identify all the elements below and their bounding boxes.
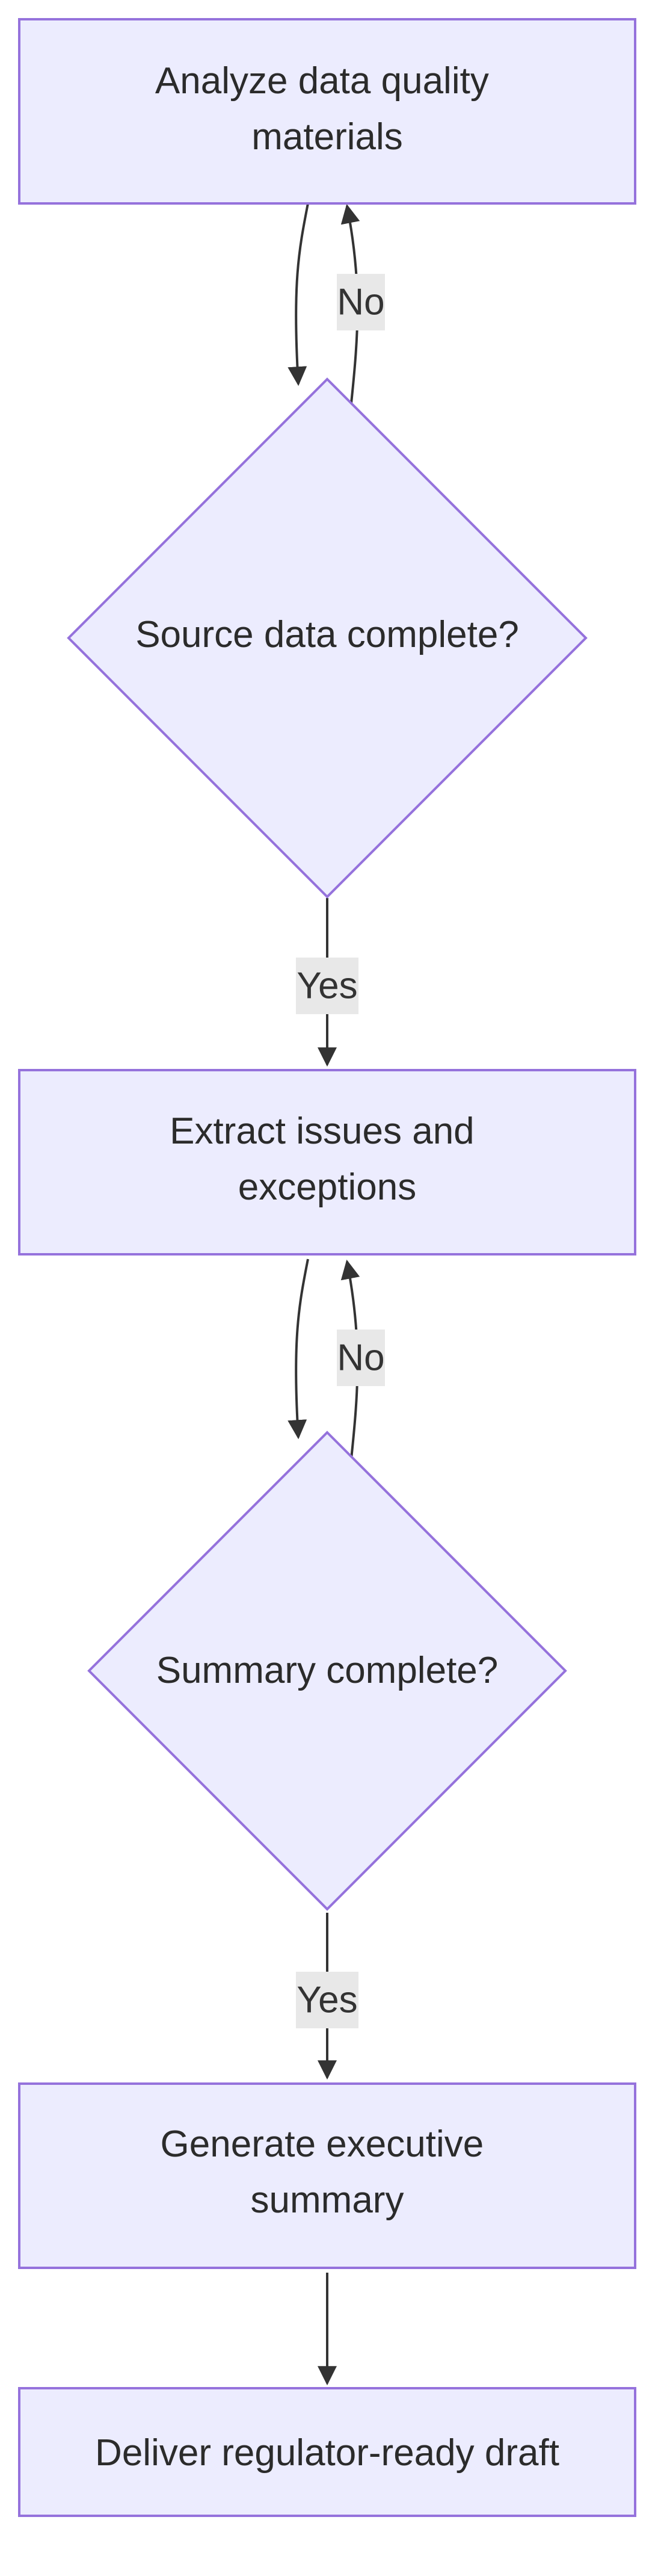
decision-source-label: Source data complete?	[135, 614, 519, 655]
edge-label-summary-no: No	[337, 1330, 385, 1386]
edge-label-source-yes: Yes	[296, 958, 358, 1014]
decision-summary-label: Summary complete?	[156, 1650, 499, 1691]
edge-label-summary-no-text: No	[337, 1337, 384, 1379]
node-generate-label: Generate executive summary	[161, 2123, 494, 2221]
node-deliver-label: Deliver regulator-ready draft	[95, 2432, 559, 2474]
node-deliver-draft: Deliver regulator-ready draft	[18, 2387, 636, 2517]
edge-label-source-no-text: No	[337, 282, 384, 323]
edge-label-source-yes-text: Yes	[297, 965, 357, 1007]
node-extract-label: Extract issues and exceptions	[170, 1110, 485, 1208]
decision-source-data-complete: Source data complete?	[67, 377, 588, 899]
edge-label-source-no: No	[337, 274, 385, 330]
node-analyze-label: Analyze data quality materials	[155, 60, 499, 158]
edge-label-summary-yes: Yes	[296, 1972, 358, 2028]
decision-summary-complete: Summary complete?	[87, 1431, 567, 1911]
edge-extract-to-summary-check	[287, 1259, 309, 1440]
node-analyze-data-quality: Analyze data quality materials	[18, 18, 636, 205]
edge-analyze-to-source-check	[287, 203, 309, 386]
node-generate-summary: Generate executive summary	[18, 2082, 636, 2269]
node-extract-issues: Extract issues and exceptions	[18, 1069, 636, 1255]
edge-label-summary-yes-text: Yes	[297, 1980, 357, 2021]
